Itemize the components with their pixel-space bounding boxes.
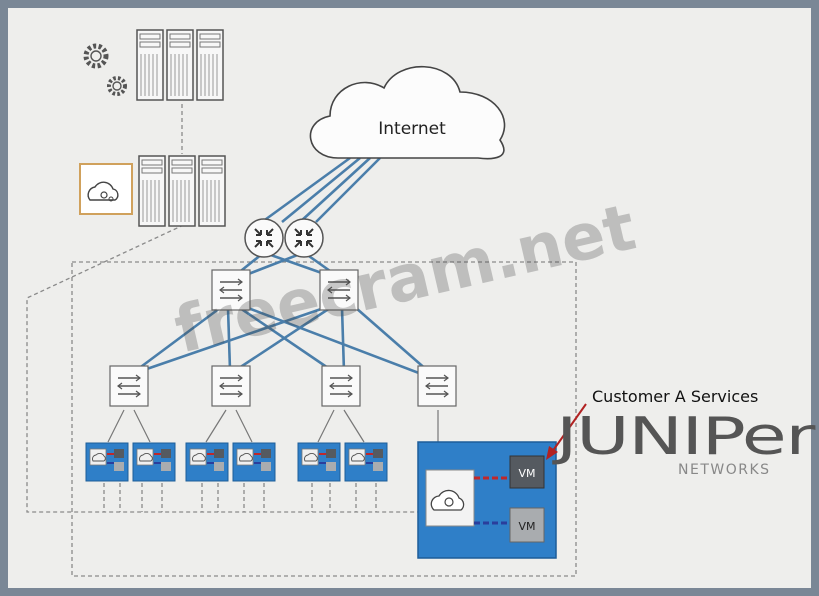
- internet-cloud: [309, 65, 506, 160]
- vm-bottom-label: VM: [518, 520, 535, 533]
- server-rack-top: [136, 29, 224, 101]
- compute-host: [344, 442, 388, 482]
- leaf-switch: [211, 365, 251, 407]
- cloud-management-icon: [79, 163, 133, 215]
- watermark: freecram.net: [168, 191, 642, 369]
- vm-top-label: VM: [518, 467, 535, 480]
- compute-host: [185, 442, 229, 482]
- callout-arrow: [546, 403, 587, 460]
- vm-bottom: [509, 507, 545, 543]
- customer-services-label: Customer A Services: [592, 387, 758, 406]
- gear-icon: [83, 43, 127, 96]
- compute-host: [232, 442, 276, 482]
- compute-host: [85, 442, 129, 482]
- router-icon: [244, 218, 284, 258]
- internet-label: Internet: [378, 119, 446, 139]
- router-icon: [284, 218, 324, 258]
- leaf-switch: [109, 365, 149, 407]
- juniper-networks-text: NETWORKS: [678, 462, 771, 478]
- juniper-logo: JUNIPer: [552, 407, 816, 467]
- leaf-switch: [321, 365, 361, 407]
- access-links: [107, 409, 439, 443]
- server-rack-middle: [138, 155, 226, 227]
- compute-host: [297, 442, 341, 482]
- leaf-switch: [417, 365, 457, 407]
- compute-host: [132, 442, 176, 482]
- vm-top: [509, 455, 545, 489]
